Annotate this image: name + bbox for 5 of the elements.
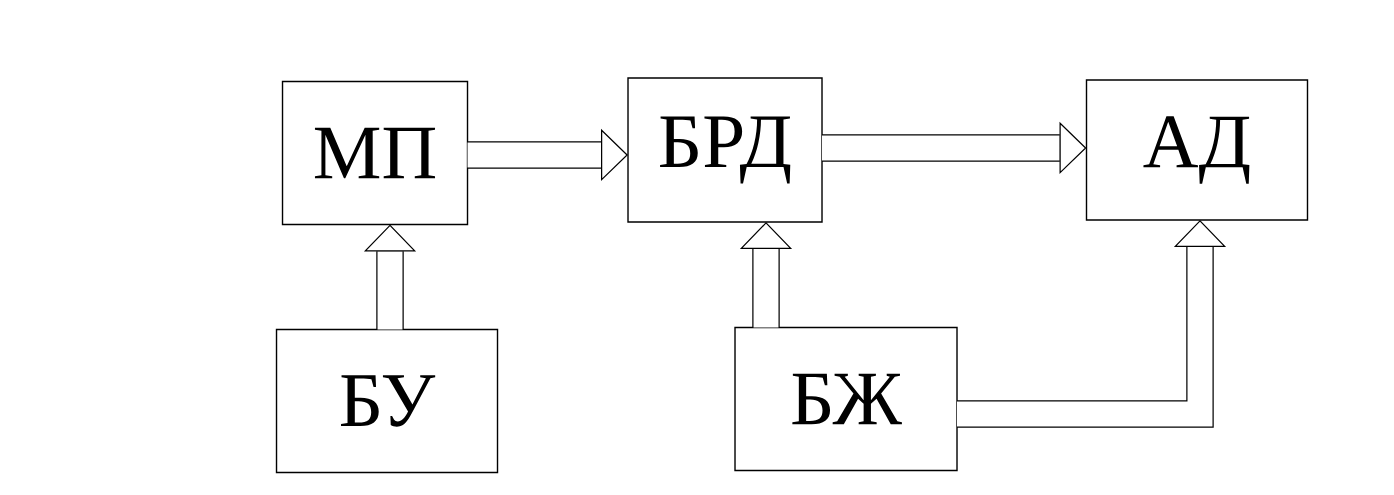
block-box: БУ xyxy=(275,328,499,474)
block-box: БРД xyxy=(627,77,823,223)
block-box: АД xyxy=(1085,79,1309,221)
block-box: МП xyxy=(281,80,469,226)
block-box: БЖ xyxy=(734,326,958,472)
